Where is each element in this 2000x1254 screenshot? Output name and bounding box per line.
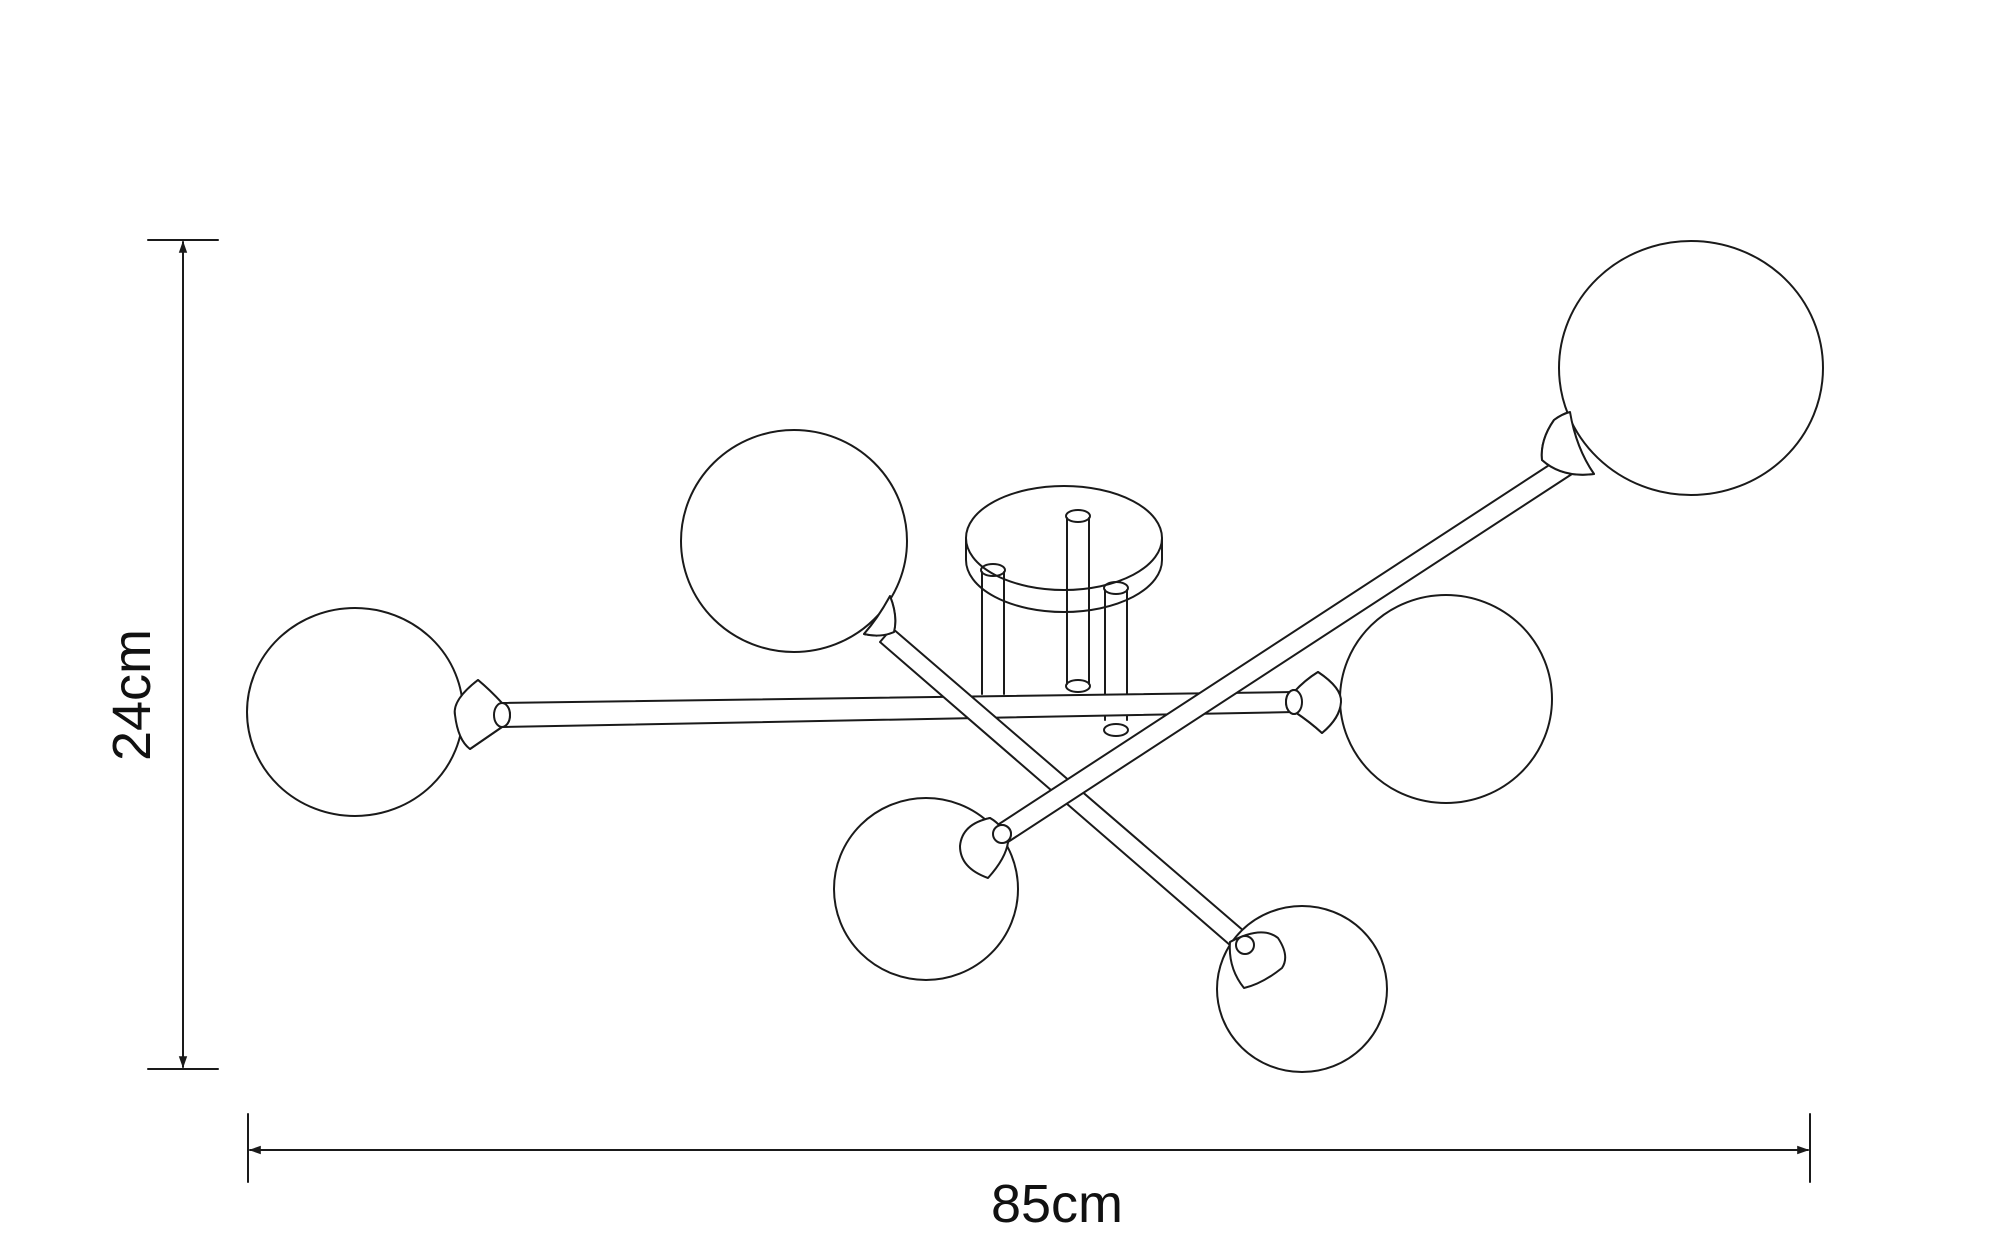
globe-left [246, 607, 464, 817]
canopy-body [965, 537, 1163, 613]
rod-left-cap [980, 563, 1006, 577]
rod-right-cap [1103, 581, 1129, 595]
globe-right [1339, 594, 1553, 804]
globe-top-right [1558, 240, 1824, 496]
globe-bottom-right [1216, 905, 1388, 1073]
height-dimension [147, 239, 219, 1070]
canopy-top [965, 485, 1163, 591]
width-dimension [247, 1113, 1811, 1183]
rod-middle-cap [1065, 509, 1091, 523]
width-label: 85cm [991, 1174, 1123, 1234]
globe-upper-left [680, 429, 908, 653]
globes [246, 240, 1824, 1073]
rod-right-joint [1103, 723, 1129, 737]
height-label: 24cm [102, 629, 162, 761]
holders-front [453, 411, 1595, 989]
rod-middle-joint [1065, 679, 1091, 693]
ceiling-canopy [965, 485, 1163, 613]
